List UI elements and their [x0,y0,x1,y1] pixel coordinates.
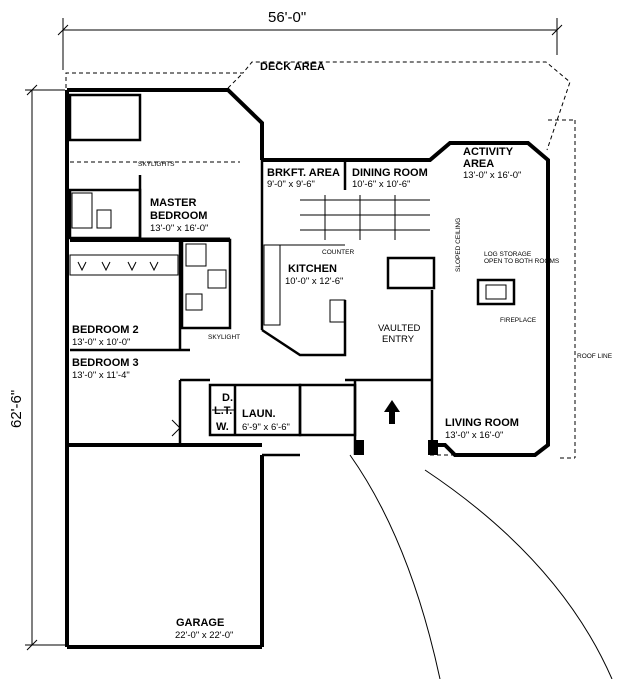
living-room-size: 13'-0" x 16'-0" [445,430,503,441]
entry-arrow-icon [384,400,400,424]
garage-name: GARAGE [176,617,224,629]
dining-room-name: DINING ROOM [352,167,428,179]
exterior-walls [65,88,550,649]
depth-dimension-line: 62'-6" [8,84,65,651]
deck-outline [65,61,576,459]
garage-size: 22'-0" x 22'-0" [175,630,233,641]
activity-area-name-2: AREA [463,158,494,170]
kitchen-size: 10'-0" x 12'-6" [285,276,343,287]
breakfast-area-size: 9'-0" x 9'-6" [267,179,315,190]
laundry-name: LAUN. [242,408,276,420]
width-dimension-line: 56'-0" [57,9,563,70]
dining-grid [300,195,430,240]
fireplace-label: FIREPLACE [500,317,537,324]
hall-bath-walls [180,238,232,330]
laundry-walls [208,383,357,437]
sloped-ceiling-label: SLOPED CEILING [455,218,462,272]
activity-area-name-1: ACTIVITY [463,146,514,158]
master-bedroom-name-1: MASTER [150,197,197,209]
dryer-label: D. [222,392,233,404]
fireplace-icon [476,278,516,306]
bedroom-3-name: BEDROOM 3 [72,357,139,369]
counter-label: COUNTER [322,249,354,256]
deck-area-label: DECK AREA [260,61,325,73]
bedroom-2-size: 13'-0" x 10'-0" [72,337,130,348]
entry-walls [345,290,438,455]
bedroom-3-size: 13'-0" x 11'-4" [72,370,130,381]
master-bedroom-name-2: BEDROOM [150,210,207,222]
vaulted-entry-label-2: ENTRY [382,334,415,345]
bedroom-walls [69,240,210,445]
living-room-name: LIVING ROOM [445,417,519,429]
width-dimension: 56'-0" [268,9,306,26]
roof-line-label: ROOF LINE [577,353,613,360]
washer-label: W. [216,421,229,433]
skylight-label: SKYLIGHT [208,334,240,341]
skylights-label: SKYLIGHTS [138,161,175,168]
log-storage-label-2: OPEN TO BOTH ROOMS [484,258,560,265]
bedroom-2-name: BEDROOM 2 [72,324,139,336]
hearth [386,256,436,290]
kitchen-name: KITCHEN [288,263,337,275]
dining-room-size: 10'-6" x 10'-6" [352,179,410,190]
master-bedroom-size: 13'-0" x 16'-0" [150,223,208,234]
laundry-tub-label: L.T. [214,405,232,417]
breakfast-area-name: BRKFT. AREA [267,167,340,179]
kitchen-walls [260,160,347,357]
depth-dimension: 62'-6" [8,390,25,428]
laundry-size: 6'-9" x 6'-6" [242,422,290,433]
driveway-lines [349,454,613,679]
vaulted-entry-label-1: VAULTED [378,323,421,334]
activity-area-size: 13'-0" x 16'-0" [463,170,521,181]
log-storage-label-1: LOG STORAGE [484,251,532,258]
